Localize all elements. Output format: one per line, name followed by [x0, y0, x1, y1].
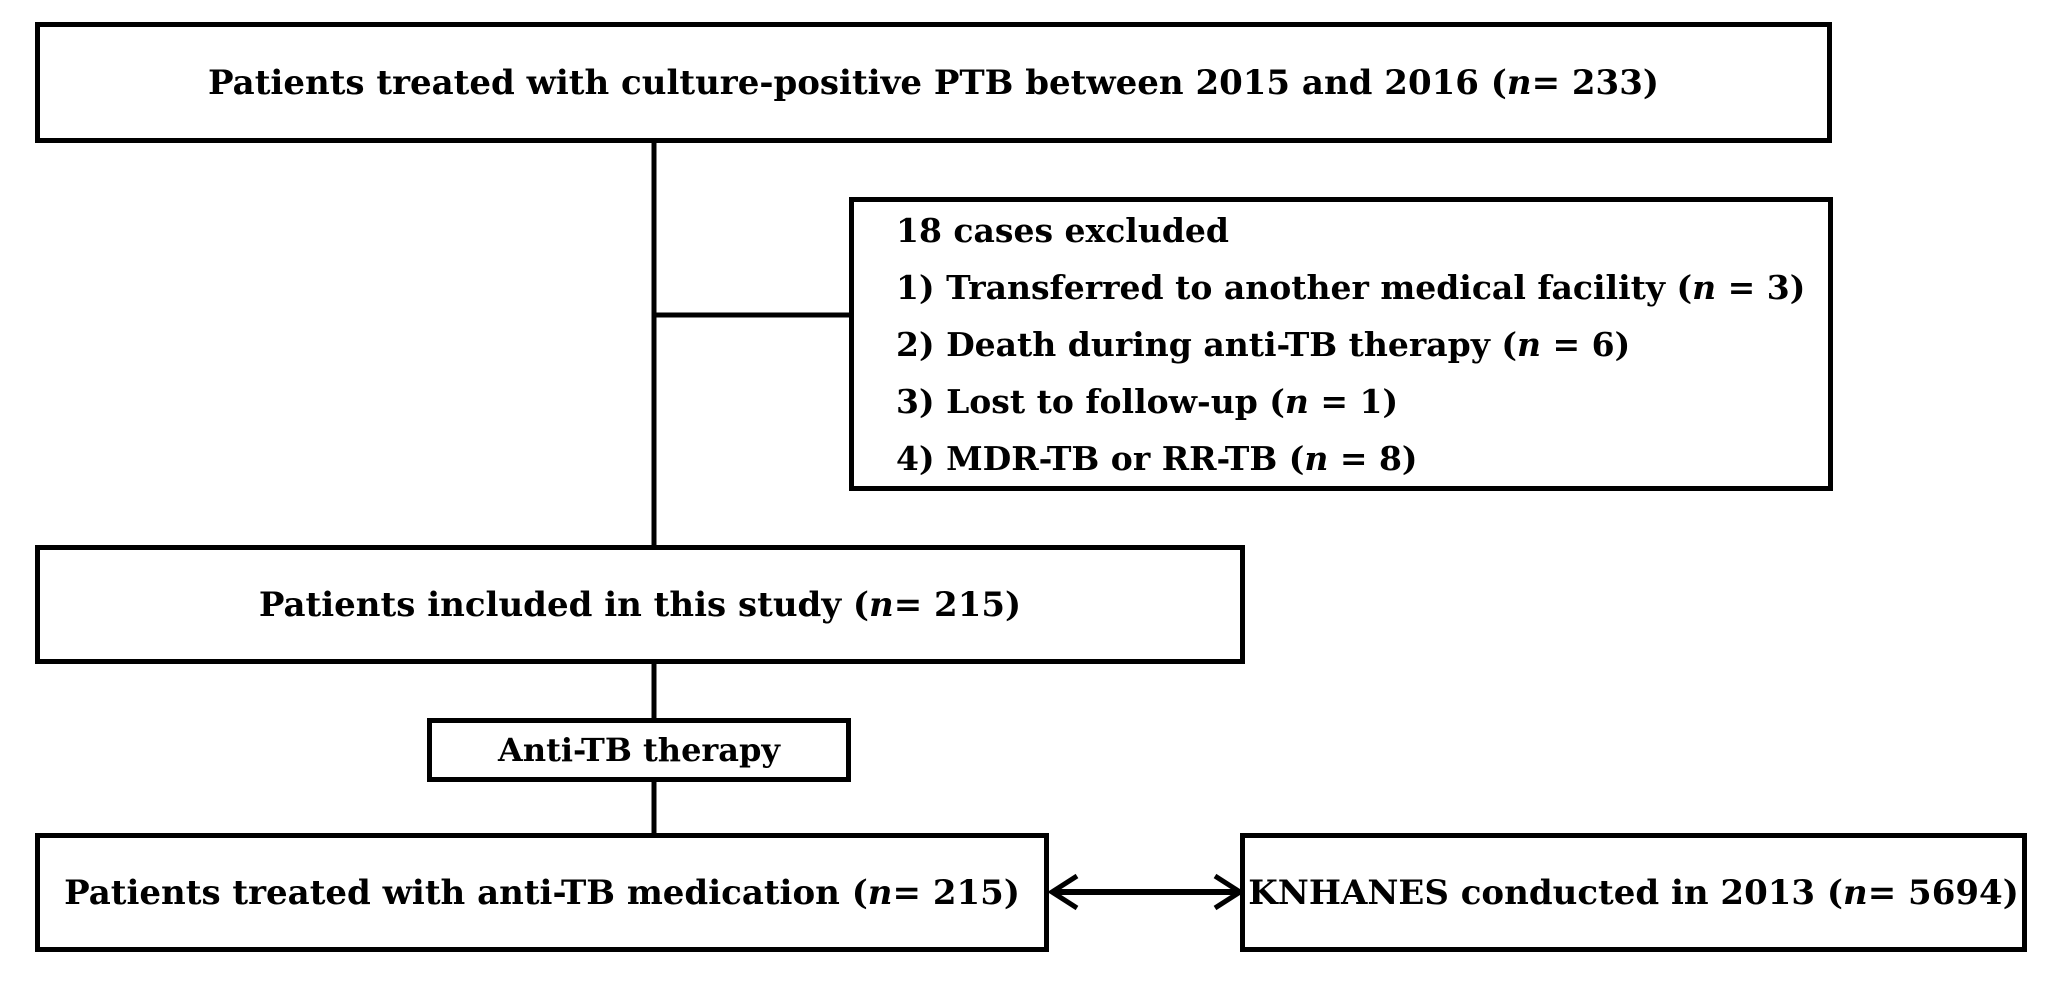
excluded-item: 3) Lost to follow-up (n = 1) — [896, 373, 1398, 430]
node-therapy: Anti-TB therapy — [427, 718, 851, 782]
arrowhead-left-icon — [1047, 873, 1079, 911]
node-top-suffix: = 233) — [1531, 62, 1659, 103]
excluded-item-suffix: = 3) — [1716, 267, 1806, 307]
node-top-n: n — [1506, 62, 1532, 103]
node-treated: Patients treated with anti-TB medication… — [35, 833, 1049, 952]
excluded-item: 1) Transferred to another medical facili… — [896, 259, 1805, 316]
excluded-item: 4) MDR-TB or RR-TB (n = 8) — [896, 430, 1418, 487]
node-treated-n: n — [867, 872, 893, 913]
node-treated-prefix: Patients treated with anti-TB medication… — [64, 872, 868, 913]
node-knhanes-n: n — [1843, 872, 1868, 913]
excluded-item-n: n — [1517, 324, 1542, 364]
excluded-title: 18 cases excluded — [896, 210, 1229, 250]
excluded-item-n: n — [1304, 438, 1329, 478]
excluded-item-prefix: 1) Transferred to another medical facili… — [896, 267, 1693, 307]
node-included-n: n — [869, 584, 894, 625]
excluded-item-prefix: 4) MDR-TB or RR-TB ( — [896, 438, 1305, 478]
excluded-item-suffix: = 8) — [1328, 438, 1418, 478]
node-knhanes-prefix: KNHANES conducted in 2013 ( — [1248, 872, 1843, 913]
node-top-prefix: Patients treated with culture-positive P… — [208, 62, 1507, 103]
excluded-item-prefix: 3) Lost to follow-up ( — [896, 381, 1285, 421]
node-excluded: 18 cases excluded 1) Transferred to anot… — [849, 197, 1833, 491]
excluded-item-suffix: = 6) — [1541, 324, 1631, 364]
node-therapy-label: Anti-TB therapy — [498, 731, 780, 769]
node-knhanes-suffix: = 5694) — [1867, 872, 2019, 913]
node-included-suffix: = 215) — [893, 584, 1022, 625]
node-knhanes: KNHANES conducted in 2013 (n = 5694) — [1240, 833, 2027, 952]
node-included-prefix: Patients included in this study ( — [258, 584, 869, 625]
node-top: Patients treated with culture-positive P… — [35, 22, 1832, 143]
excluded-item-suffix: = 1) — [1308, 381, 1399, 421]
excluded-item-n: n — [1284, 381, 1309, 421]
excluded-item-prefix: 2) Death during anti-TB therapy ( — [896, 324, 1518, 364]
excluded-item-n: n — [1692, 267, 1717, 307]
node-treated-suffix: = 215) — [892, 872, 1020, 913]
excluded-item: 2) Death during anti-TB therapy (n = 6) — [896, 316, 1630, 373]
node-included: Patients included in this study (n = 215… — [35, 545, 1245, 664]
